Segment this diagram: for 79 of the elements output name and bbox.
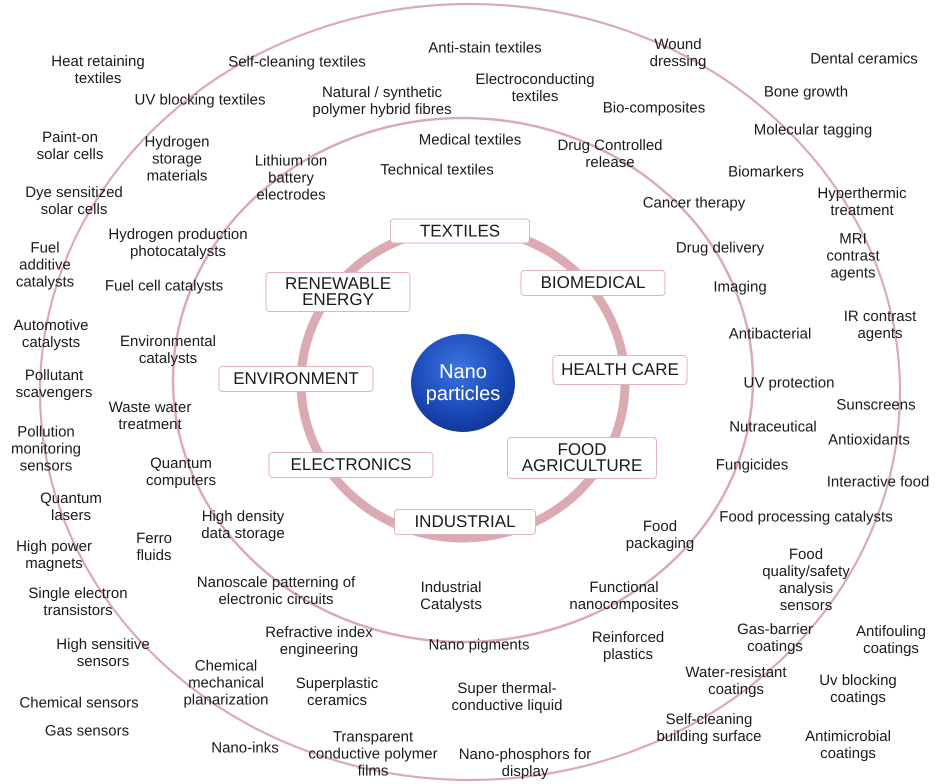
application-label: UV blocking textiles xyxy=(134,92,266,108)
sector-box: HEALTH CARE xyxy=(552,355,688,385)
application-label: Chemical mechanical planarization xyxy=(182,658,270,708)
application-label: Hydrogen production photocatalysts xyxy=(107,226,249,260)
application-label: Bone growth xyxy=(764,84,848,100)
sector-box: ELECTRONICS xyxy=(268,452,434,478)
application-label: Cancer therapy xyxy=(642,194,746,212)
application-label: Food quality/safety analysis sensors xyxy=(761,546,851,614)
application-label: Quantum lasers xyxy=(39,490,103,524)
application-label: Wound dressing xyxy=(648,36,708,70)
application-label: Single electron transistors xyxy=(27,585,129,619)
application-label: Drug Controlled release xyxy=(556,137,664,171)
application-label: Super thermal-conductive liquid xyxy=(450,680,564,714)
application-label: Dye sensitized solar cells xyxy=(24,184,124,218)
application-label: Ferro fluids xyxy=(135,530,173,564)
application-label: Environmental catalysts xyxy=(119,333,217,367)
application-label: Bio-composites xyxy=(602,100,706,116)
application-label: Antifouling coatings xyxy=(854,623,928,657)
application-label: Self-cleaning textiles xyxy=(228,54,366,70)
application-label: Electroconducting textiles xyxy=(474,71,596,105)
sector-box: INDUSTRIAL xyxy=(394,509,536,535)
application-label: Functional nanocomposites xyxy=(568,579,680,613)
application-label: Industrial Catalysts xyxy=(419,579,483,613)
application-label: IR contrast agents xyxy=(842,308,918,342)
application-label: Paint-on solar cells xyxy=(36,129,104,163)
application-label: Medical textiles xyxy=(418,132,522,148)
application-label: Fuel cell catalysts xyxy=(104,278,224,294)
application-label: Pollution monitoring sensors xyxy=(10,424,82,474)
application-label: Technical textiles xyxy=(380,162,494,178)
application-label: Waste water treatment xyxy=(108,399,192,433)
application-label: Hydrogen storage materials xyxy=(143,134,211,184)
application-label: High density data storage xyxy=(200,508,286,542)
application-label: Heat retaining textiles xyxy=(50,53,146,87)
sector-box: ENVIRONMENT xyxy=(218,366,374,392)
application-label: Lithium ion battery electrodes xyxy=(254,152,328,204)
sector-box: TEXTILES xyxy=(390,218,530,244)
application-label: Dental ceramics xyxy=(810,50,918,68)
application-label: Fungicides xyxy=(716,456,788,474)
application-label: Anti-stain textiles xyxy=(428,40,542,56)
application-label: UV protection xyxy=(744,374,834,392)
application-label: Self-cleaning building surface xyxy=(655,711,763,745)
application-label: High power magnets xyxy=(15,538,93,572)
application-label: Sunscreens xyxy=(836,396,916,414)
nanoparticle-sphere: Nano particles xyxy=(411,334,515,432)
application-label: Uv blocking coatings xyxy=(818,672,898,706)
sector-box: RENEWABLE ENERGY xyxy=(266,272,410,312)
application-label: Gas sensors xyxy=(44,722,130,740)
application-label: Hyperthermic treatment xyxy=(816,185,908,219)
application-label: Water-resistant coatings xyxy=(684,664,788,698)
application-label: Superplastic ceramics xyxy=(294,675,380,709)
application-label: Quantum computers xyxy=(144,455,218,489)
application-label: Fuel additive catalysts xyxy=(14,240,76,290)
application-label: Drug delivery xyxy=(676,240,764,256)
application-label: Reinforced plastics xyxy=(590,629,666,663)
application-label: Natural / synthetic polymer hybrid fibres xyxy=(311,84,453,118)
application-label: Nanoscale patterning of electronic circuits xyxy=(196,574,356,608)
application-label: Nutraceutical xyxy=(729,418,817,436)
application-label: Food processing catalysts xyxy=(718,508,894,526)
application-label: Refractive index engineering xyxy=(264,624,374,658)
application-label: Pollutant scavengers xyxy=(14,367,94,401)
application-label: Nano-inks xyxy=(211,740,279,756)
application-label: Food packaging xyxy=(624,518,696,552)
application-label: Biomarkers xyxy=(728,164,804,180)
application-label: Gas-barrier coatings xyxy=(736,621,814,655)
application-label: Imaging xyxy=(713,278,767,296)
sector-box: FOOD AGRICULTURE xyxy=(507,437,657,479)
application-label: Antimicrobial coatings xyxy=(804,728,892,762)
application-label: Nano-phosphors for display xyxy=(458,746,592,780)
application-label: MRI contrast agents xyxy=(825,230,881,282)
application-label: Molecular tagging xyxy=(754,122,872,138)
application-label: Automotive catalysts xyxy=(12,317,90,351)
application-label: Transparent conductive polymer films xyxy=(307,728,439,780)
application-label: Chemical sensors xyxy=(19,694,139,712)
application-label: Antioxidants xyxy=(828,432,910,448)
application-label: Interactive food xyxy=(826,474,930,490)
application-label: Nano pigments xyxy=(428,636,530,654)
application-label: High sensitive sensors xyxy=(55,636,151,670)
sector-box: BIOMEDICAL xyxy=(520,270,666,296)
application-label: Antibacterial xyxy=(728,326,812,342)
